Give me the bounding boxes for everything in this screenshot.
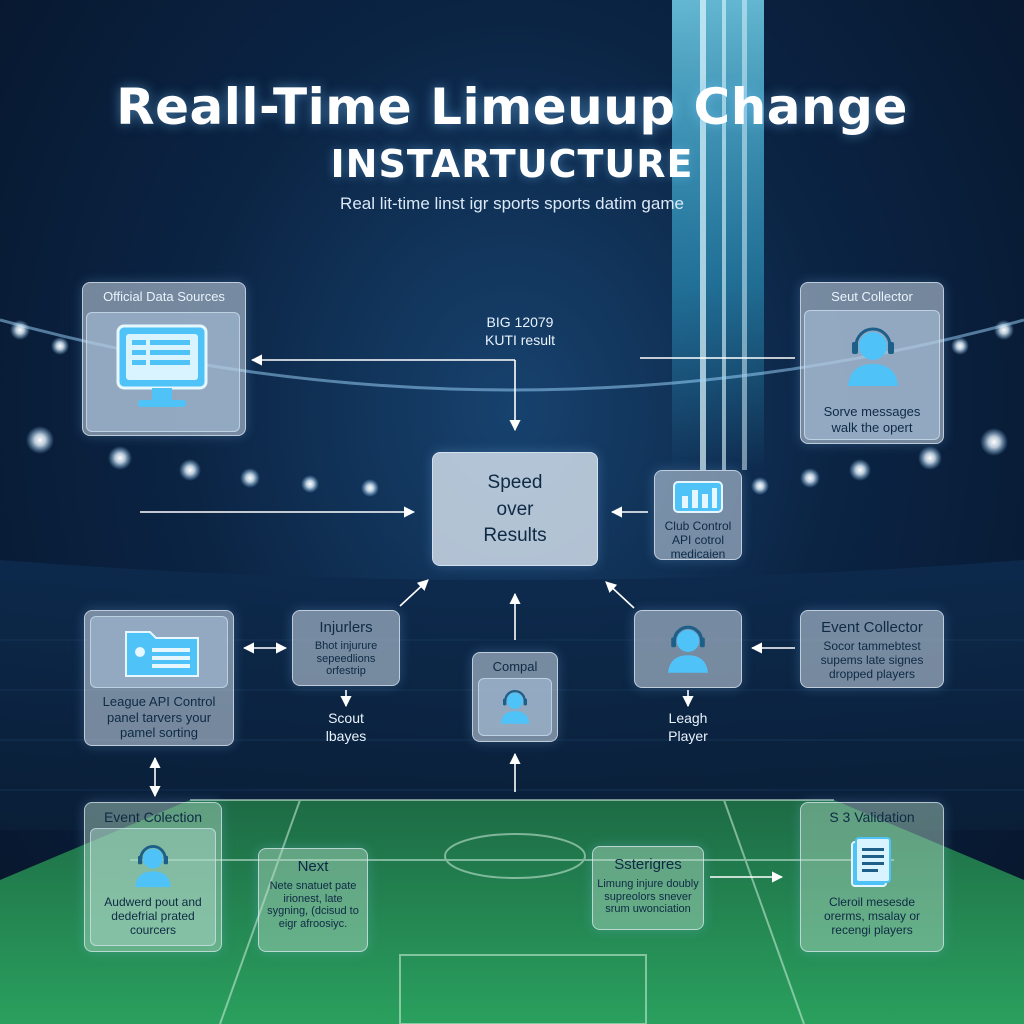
event-collector-title: Event Collector xyxy=(821,619,923,636)
ssterigres-node[interactable] xyxy=(592,846,704,930)
page-title-secondary: INSTARTUCTURE xyxy=(330,142,694,186)
event-collector-node[interactable] xyxy=(800,610,944,688)
scout-collector-title: Seut Collector xyxy=(831,289,913,304)
leagh-player-line1: Leagh xyxy=(668,710,708,726)
headset-person-icon xyxy=(848,327,898,386)
validation-desc: Cleroil mesesde orerms, msalay or receng… xyxy=(823,895,921,937)
arrow-injuries-to-center xyxy=(399,579,429,607)
monitor-icon xyxy=(116,324,208,407)
scout-collector-desc: Sorve messages walk the opert xyxy=(823,404,921,435)
club-control-line2: API cotrol xyxy=(671,532,725,547)
headset-person-icon xyxy=(500,690,530,724)
injuries-desc: Bhot injurure sepeedlions orfestrip xyxy=(314,640,378,678)
event-colection-desc: Audwerd pout and dedefrial prated cource… xyxy=(104,895,202,937)
scout-players-label: Scout lbayes xyxy=(300,710,392,745)
arrow-right-to-center xyxy=(605,581,635,609)
club-control-line1: Club Control xyxy=(664,519,732,533)
document-icon xyxy=(851,837,891,887)
injuries-node[interactable] xyxy=(292,610,400,686)
leagh-player-label: Leagh Player xyxy=(642,710,734,745)
leagh-player-line2: Player xyxy=(668,727,708,744)
headset-person-icon xyxy=(668,625,708,673)
scout-players-line2: lbayes xyxy=(325,727,367,744)
bar-chart-icon xyxy=(673,481,723,513)
top-annotation: BIG 12079 KUTI result xyxy=(440,314,600,349)
next-title: Next xyxy=(297,858,329,875)
validation-title: S 3 Validation xyxy=(829,809,915,825)
compal-title: Compal xyxy=(492,659,538,674)
club-control-text: Club Control API cotrol medicaien xyxy=(648,519,748,561)
scout-collector-icon-box xyxy=(804,310,940,440)
next-node[interactable] xyxy=(258,848,368,952)
headset-person-icon xyxy=(135,845,171,888)
center-line3: Results xyxy=(483,525,547,547)
scout-players-line1: Scout xyxy=(328,710,364,726)
folder-list-icon xyxy=(125,631,199,677)
official-data-sources-title: Official Data Sources xyxy=(103,289,225,304)
center-line1: Speed xyxy=(487,472,543,493)
next-desc: Nete snatuet pate irionest, late sygning… xyxy=(267,880,359,930)
ssterigres-title: Ssterigres xyxy=(614,856,682,873)
top-annotation-line1: BIG 12079 xyxy=(486,314,554,330)
speed-over-results-node[interactable] xyxy=(432,452,598,566)
league-api-desc: League API Control panel tarvers your pa… xyxy=(102,694,216,741)
event-colection-title: Event Colection xyxy=(103,809,203,825)
ssterigres-desc: Limung injure doubly supreolors snever s… xyxy=(597,878,699,916)
page-title: Reall-Time Limeuup Change xyxy=(116,78,908,136)
injuries-title: Injurlers xyxy=(319,619,373,636)
page-subtitle: Real lit-time linst igr sports sports da… xyxy=(340,194,684,213)
center-node-text: Speed over Results xyxy=(432,470,598,550)
top-annotation-line2: KUTI result xyxy=(484,331,555,348)
center-line2: over xyxy=(496,498,534,520)
event-collector-desc: Socor tammebtest supems late signes drop… xyxy=(820,639,924,681)
club-control-line3: medicaien xyxy=(670,546,726,561)
